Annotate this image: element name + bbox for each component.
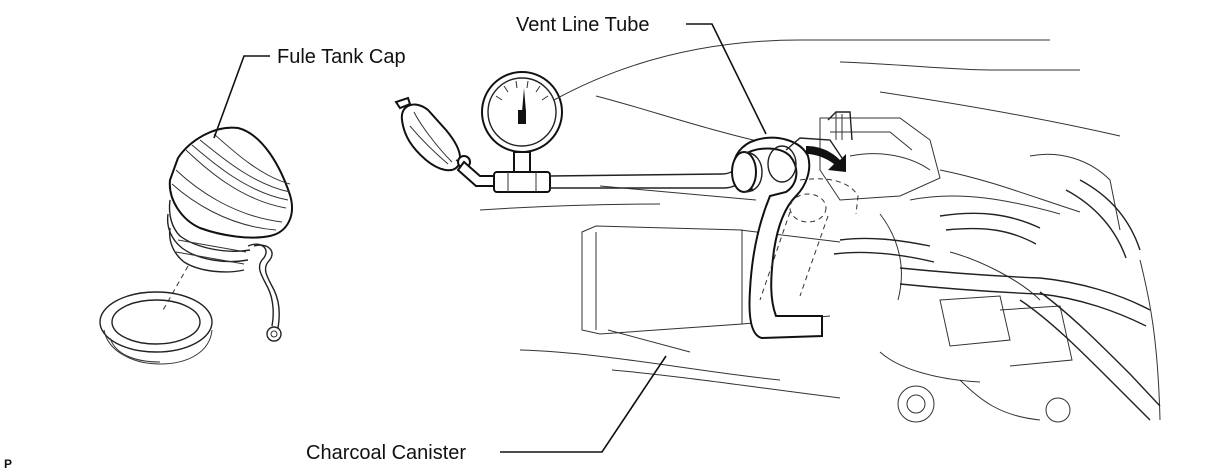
vent-line-tube-label: Vent Line Tube xyxy=(516,14,649,36)
engine-compartment-illustration xyxy=(479,39,1161,423)
pressure-gauge-illustration xyxy=(481,71,563,193)
fuel-tank-cap-leader xyxy=(213,55,270,139)
figure-mark: P xyxy=(4,457,12,471)
vent-line-tube-illustration xyxy=(731,111,859,340)
filler-neck-illustration xyxy=(99,291,213,365)
hand-pump-bulb-illustration xyxy=(394,96,495,187)
fuel-tank-cap-label: Fule Tank Cap xyxy=(277,46,406,68)
vent-line-tube-leader xyxy=(686,23,767,135)
fuel-tank-cap-illustration xyxy=(161,126,293,342)
test-hose-illustration xyxy=(549,163,749,189)
charcoal-canister-label: Charcoal Canister xyxy=(306,442,466,464)
charcoal-canister-leader xyxy=(500,355,667,453)
